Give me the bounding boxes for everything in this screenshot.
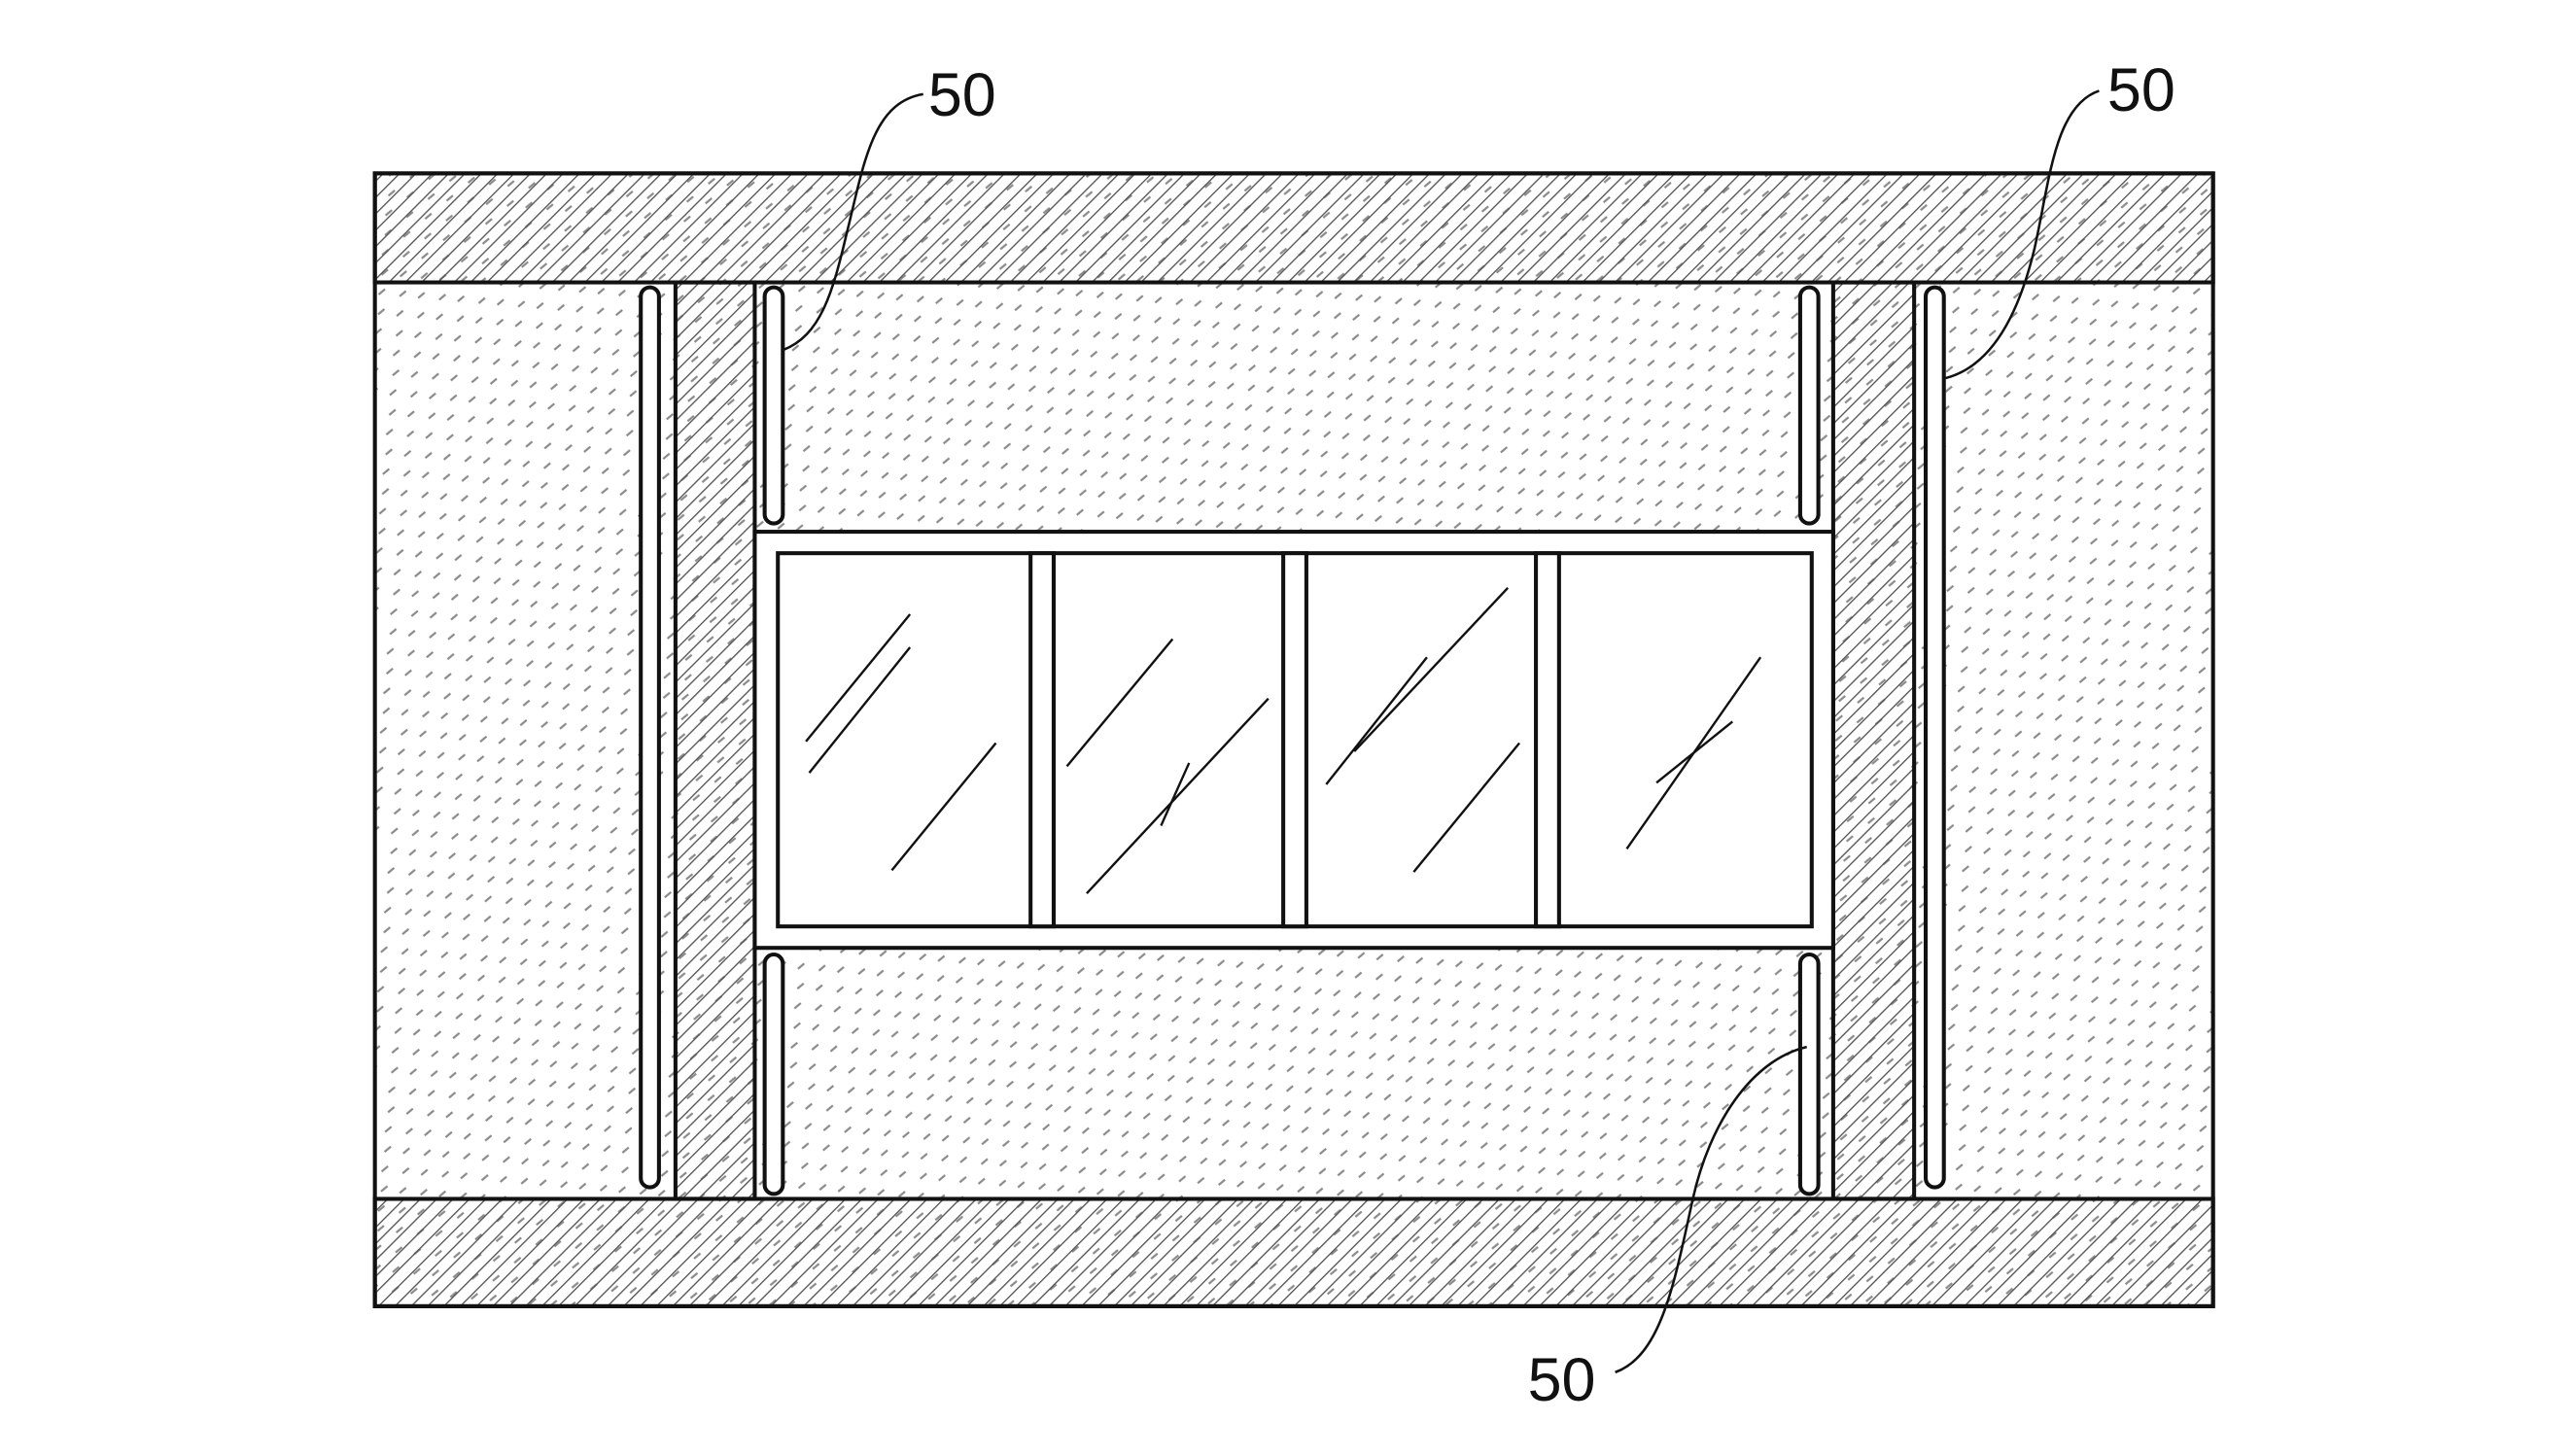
strip-element — [765, 288, 783, 524]
label-bottom: 50 — [1528, 1346, 1596, 1414]
strip-element — [765, 954, 783, 1194]
mullion — [1030, 553, 1054, 926]
right-column — [1833, 283, 1914, 1199]
strip-element — [1926, 288, 1944, 1188]
strip-element — [1800, 954, 1819, 1194]
left-column — [676, 283, 755, 1199]
mullion — [1536, 553, 1559, 926]
label-top-left: 50 — [928, 61, 996, 129]
strip-element — [641, 288, 659, 1188]
top-band — [375, 173, 2213, 282]
strip-element — [1800, 288, 1819, 524]
bottom-band — [375, 1198, 2213, 1305]
mullion — [1283, 553, 1306, 926]
label-top-right: 50 — [2107, 56, 2175, 124]
